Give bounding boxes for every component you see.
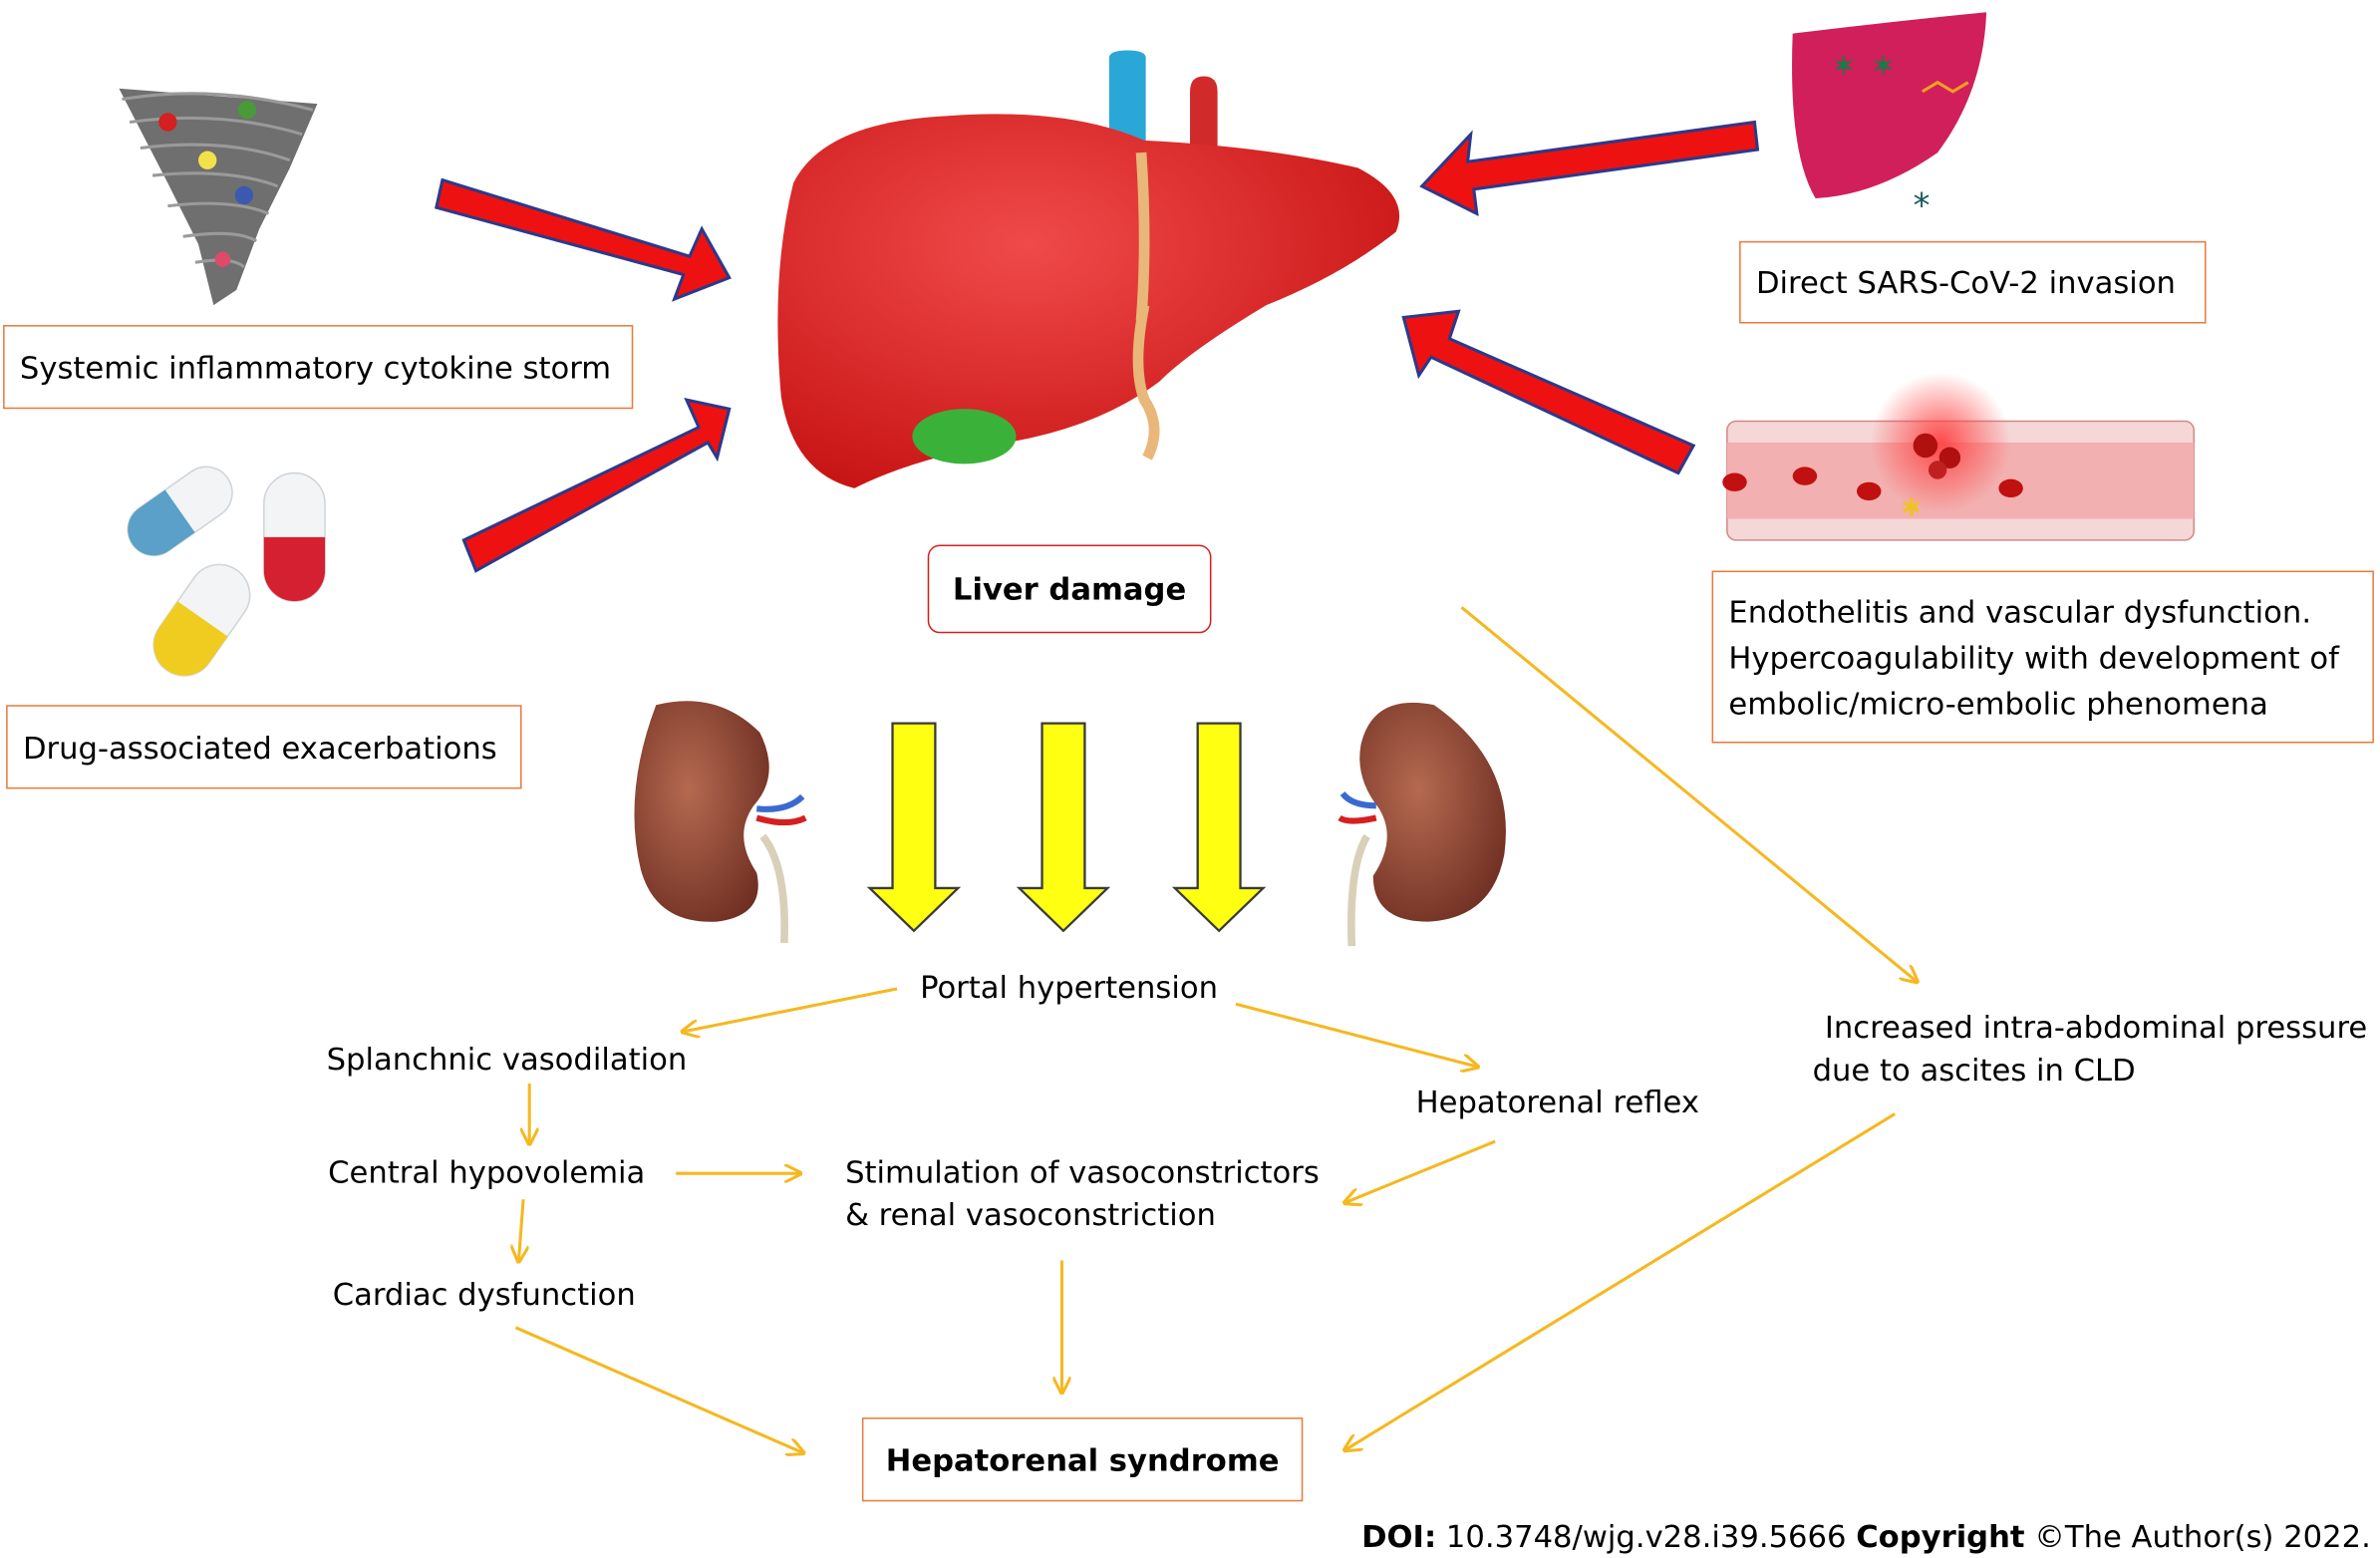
doi-copyright-footer: DOI: 10.3748/wjg.v28.i39.5666 Copyright … — [1361, 1518, 2371, 1555]
endothelitis-line-2: Hypercoagulability with development of — [1728, 638, 2339, 676]
doi-label: DOI: — [1361, 1518, 1437, 1555]
arrow-sars-to-liver — [1419, 120, 1760, 216]
vasoconstrictors-line-1: Stimulation of vasoconstrictors — [845, 1153, 1320, 1191]
portal-hypertension-label: Portal hypertension — [920, 969, 1218, 1006]
copyright-value: ©The Author(s) 2022. — [2024, 1518, 2371, 1555]
cardiac-dysfunction-label: Cardiac dysfunction — [332, 1275, 636, 1313]
endothelitis-line-3: embolic/micro-embolic phenomena — [1728, 684, 2268, 722]
vasoconstrictors-line-2: & renal vasoconstriction — [845, 1196, 1216, 1233]
hepatorenal-syndrome-label: Hepatorenal syndrome — [885, 1440, 1280, 1478]
left-kidney-icon — [634, 701, 807, 944]
arrow-hypovolemia-to-cardiac — [518, 1199, 523, 1260]
arrow-pressure-to-hrs — [1345, 1112, 1897, 1449]
flow-arrows — [514, 606, 1917, 1453]
abdominal-pressure-label: Increased intra-abdominal pressure due t… — [1813, 1006, 2368, 1091]
blood-vessel-icon: ✱ — [1722, 372, 2196, 541]
cytokine-storm-label: Systemic inflammatory cytokine storm — [19, 348, 612, 386]
endothelitis-box: Endothelitis and vascular dysfunction. H… — [1711, 570, 2374, 744]
vasoconstrictors-label: Stimulation of vasoconstrictors & renal … — [845, 1150, 1320, 1236]
drug-exacerbations-label: Drug-associated exacerbations — [22, 728, 497, 766]
cytokine-tornado-icon — [119, 88, 318, 306]
hepatorenal-syndrome-box: Hepatorenal syndrome — [861, 1417, 1304, 1502]
arrow-vascular-to-liver — [1401, 309, 1696, 475]
splanchnic-vasodilation-label: Splanchnic vasodilation — [326, 1041, 688, 1078]
svg-text:✶: ✶ — [1831, 50, 1857, 85]
liver-icon — [777, 50, 1400, 488]
arrow-cytokine-to-liver — [434, 177, 732, 302]
pills-icon — [127, 466, 326, 677]
drug-exacerbations-box: Drug-associated exacerbations — [6, 705, 522, 789]
doi-value: 10.3748/wjg.v28.i39.5666 — [1436, 1518, 1857, 1555]
svg-text:✶: ✶ — [1871, 50, 1897, 85]
abdominal-pressure-line-1: Increased intra-abdominal pressure — [1824, 1008, 2368, 1046]
yellow-arrows — [866, 722, 1267, 933]
central-hypovolemia-label: Central hypovolemia — [328, 1153, 646, 1191]
copyright-label: Copyright — [1856, 1518, 2025, 1555]
arrow-liver-to-pressure — [1460, 606, 1917, 981]
sars-invasion-label: Direct SARS-CoV-2 invasion — [1755, 263, 2176, 301]
endothelitis-line-1: Endothelitis and vascular dysfunction. — [1728, 592, 2312, 630]
liver-damage-label: Liver damage — [952, 570, 1187, 608]
sars-invasion-box: Direct SARS-CoV-2 invasion — [1739, 240, 2207, 324]
svg-text:*: * — [1914, 185, 1931, 224]
sars-liver-icon: ✶ ✶ * — [1792, 12, 1987, 224]
right-kidney-icon — [1338, 702, 1506, 947]
hepatorenal-reflex-label: Hepatorenal reflex — [1415, 1083, 1699, 1120]
abdominal-pressure-line-2: due to ascites in CLD — [1812, 1051, 2136, 1089]
liver-damage-box: Liver damage — [927, 544, 1212, 634]
arrow-cardiac-to-hrs — [514, 1326, 802, 1453]
arrow-portal-to-reflex — [1235, 1002, 1477, 1067]
svg-text:✱: ✱ — [1901, 492, 1922, 521]
arrow-reflex-to-vasoconstrictors — [1345, 1139, 1496, 1202]
arrow-portal-to-splanchnic — [684, 987, 898, 1032]
arrow-drug-to-liver — [461, 397, 732, 573]
cytokine-storm-box: Systemic inflammatory cytokine storm — [3, 325, 634, 410]
